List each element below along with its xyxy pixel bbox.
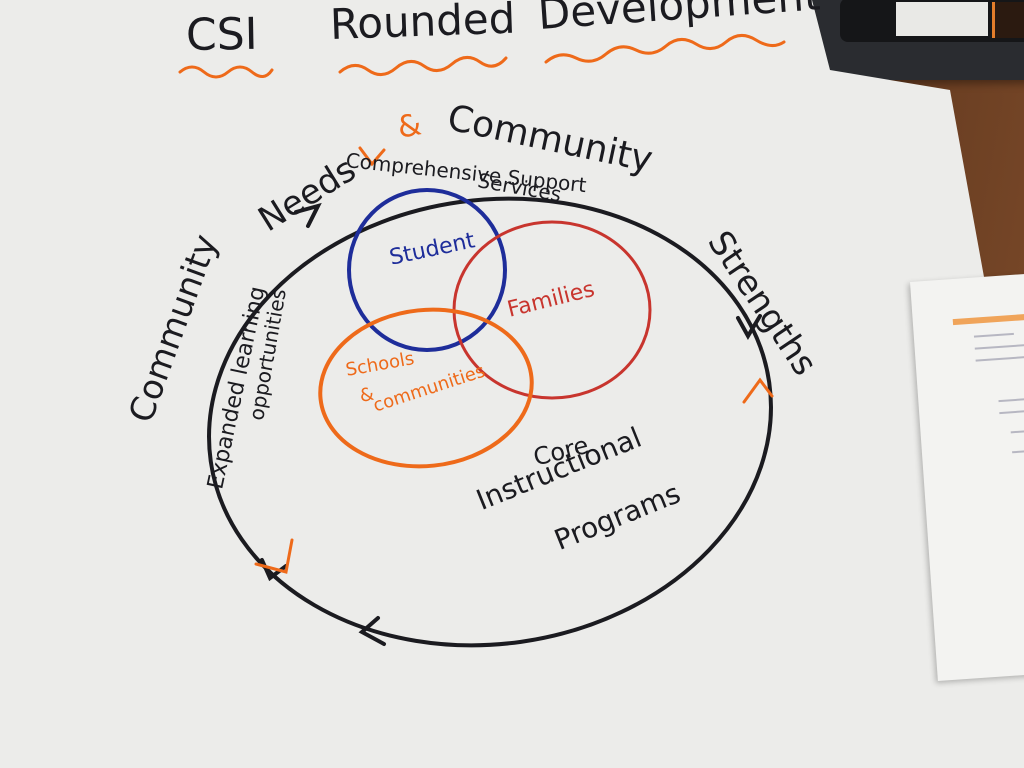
schedule-line — [999, 407, 1024, 415]
label-ampersand: & — [394, 107, 425, 146]
student-circle — [347, 188, 507, 352]
arrowhead-right — [736, 314, 762, 340]
arrowhead-top-left — [294, 202, 322, 228]
schedule-line — [975, 355, 1024, 362]
laptop-screen — [840, 0, 1024, 42]
schedule-line — [974, 343, 1024, 350]
orange-tick-right — [742, 377, 774, 404]
title-underline-2 — [338, 56, 508, 76]
laptop — [812, 0, 1024, 80]
schedule-line — [1010, 427, 1024, 434]
outer-cycle-circle — [207, 196, 773, 648]
orange-tick-left — [254, 538, 294, 574]
laptop-sticker — [896, 2, 988, 36]
laptop-logo-sticker — [992, 2, 1024, 38]
schedule-header-bar — [952, 312, 1024, 326]
title-word-rounded: Rounded — [329, 0, 517, 49]
title-underline-3 — [544, 34, 786, 64]
schedule-line — [998, 395, 1024, 403]
schedule-line — [1012, 447, 1024, 454]
schedule-line — [973, 332, 1014, 338]
orange-tick-top — [358, 146, 386, 167]
arrowhead-bottom — [358, 616, 386, 646]
title-word-csi: CSI — [185, 8, 259, 61]
schools-circle — [318, 307, 534, 469]
title-underline-1 — [178, 65, 274, 79]
